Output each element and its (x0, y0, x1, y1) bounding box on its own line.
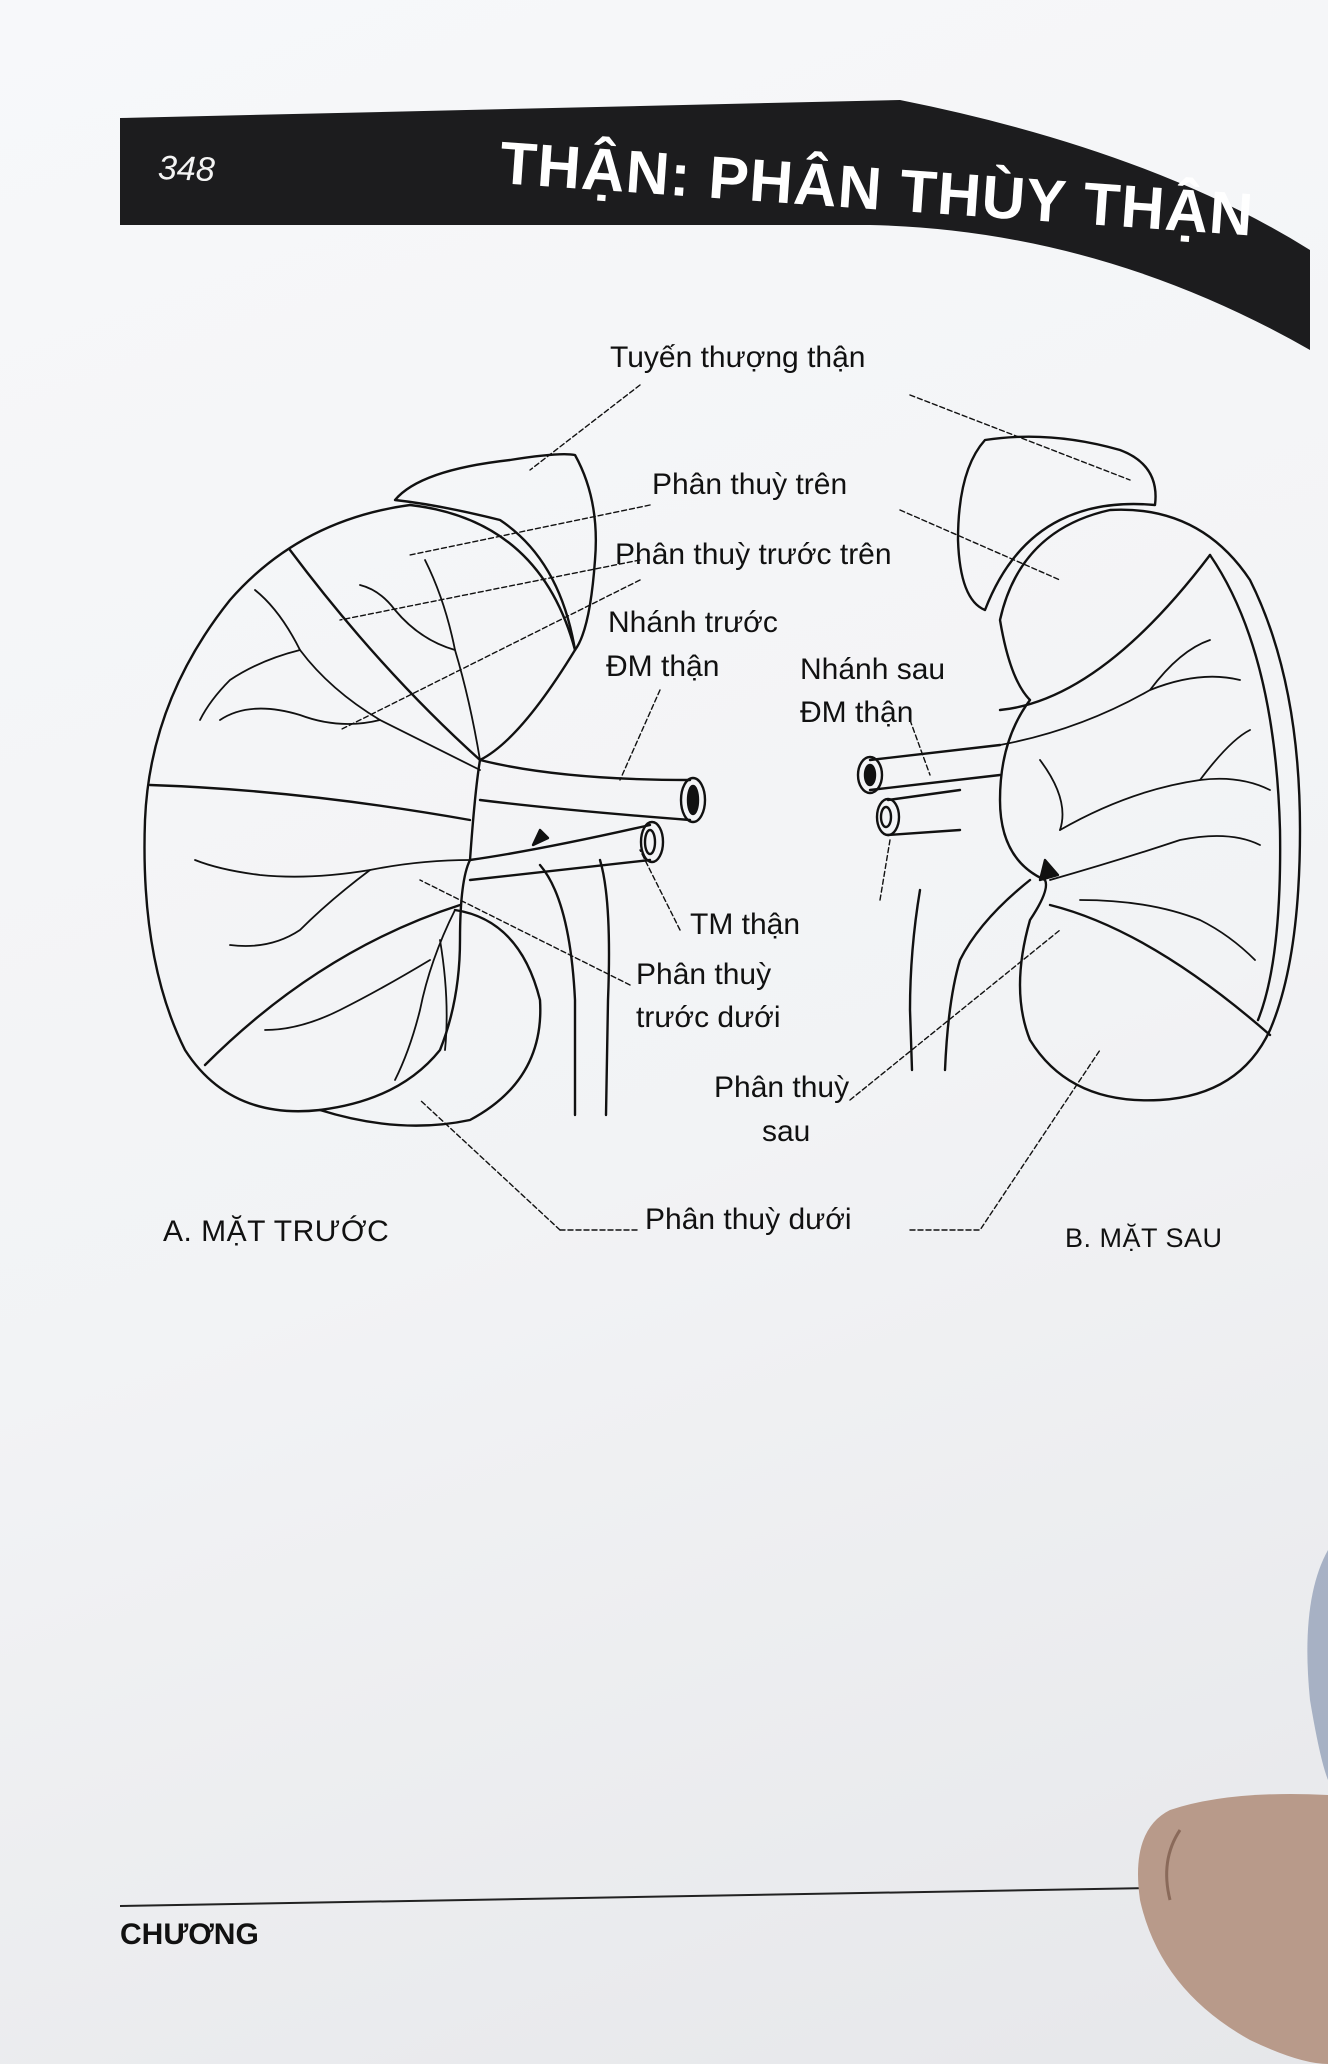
label-posterior-branch-line2: ĐM thận (800, 696, 914, 729)
anterior-kidney (143, 453, 707, 1127)
anterior-kidney-outline (143, 503, 577, 1113)
anterior-renal-vein (468, 823, 652, 862)
anterior-adrenal-gland (393, 453, 598, 652)
leader-lines (339, 384, 1131, 1231)
label-anterior-inferior-line2: trước dưới (636, 1001, 781, 1034)
posterior-kidney (856, 435, 1302, 1102)
label-anterior-branch-line2: ĐM thận (606, 650, 720, 683)
footer-chapter: CHƯƠNG (120, 1918, 259, 1951)
posterior-renal-artery (868, 743, 1002, 762)
label-anterior-view: A. MẶT TRƯỚC (163, 1215, 390, 1248)
anterior-ureter (538, 863, 577, 1117)
posterior-kidney-outline (998, 508, 1302, 1102)
label-posterior-branch-line1: Nhánh sau (800, 653, 946, 686)
label-posterior-view: B. MẶT SAU (1065, 1223, 1223, 1253)
label-anterior-superior-segment: Phân thuỳ trước trên (615, 538, 892, 571)
label-adrenal-gland: Tuyến thượng thận (610, 341, 866, 374)
posterior-adrenal-gland (956, 435, 1157, 612)
anterior-renal-artery (478, 758, 692, 782)
header-band (120, 100, 1310, 350)
label-renal-vein: TM thận (690, 908, 801, 941)
label-inferior-segment: Phân thuỳ dưới (645, 1203, 852, 1236)
label-superior-segment: Phân thuỳ trên (652, 468, 848, 501)
label-anterior-inferior-line1: Phân thuỳ (636, 958, 772, 991)
label-posterior-segment-line1: Phân thuỳ (714, 1071, 850, 1104)
label-posterior-segment-line2: sau (762, 1115, 811, 1148)
posterior-ureter (908, 888, 922, 1072)
label-anterior-branch-line1: Nhánh trước (608, 606, 778, 639)
posterior-renal-vein (886, 788, 962, 802)
